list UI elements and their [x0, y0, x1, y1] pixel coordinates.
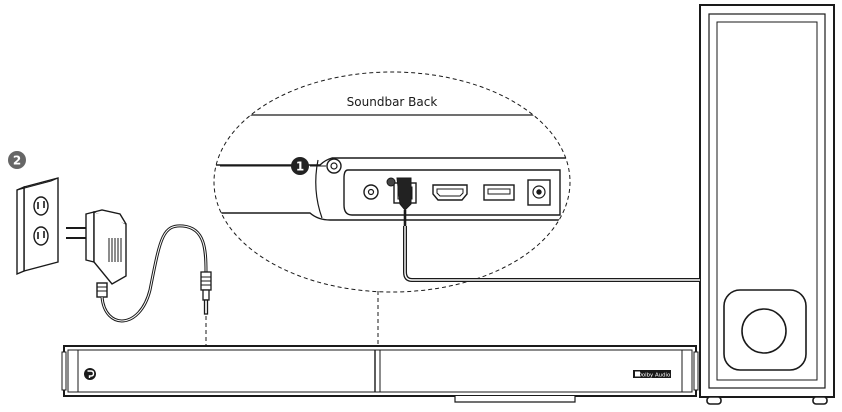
wall-outlet [16, 177, 59, 276]
subwoofer-port [723, 289, 807, 371]
soundbar-logo-icon [84, 368, 96, 380]
step-2-number: 2 [13, 154, 21, 168]
subwoofer [699, 4, 835, 405]
dolby-audio-badge: Dolby Audio [633, 370, 671, 379]
power-adapter [66, 209, 127, 298]
callout-ellipse: Soundbar Back [213, 71, 571, 293]
step-2-marker: 2 [8, 151, 26, 169]
soundbar [61, 345, 699, 403]
usb-port [483, 184, 515, 201]
hdmi-port [432, 184, 468, 201]
back-power-port [326, 158, 342, 174]
dc-plug [200, 271, 212, 315]
dolby-audio-text: Dolby Audio [638, 373, 671, 379]
step-1-marker: 1 [291, 157, 309, 175]
dc-port [527, 179, 551, 206]
subwoofer-driver [741, 308, 787, 354]
callout-title: Soundbar Back [347, 95, 438, 109]
aux-port [363, 184, 379, 200]
optical-cable-plug [386, 177, 412, 226]
step-1-number: 1 [296, 160, 304, 174]
